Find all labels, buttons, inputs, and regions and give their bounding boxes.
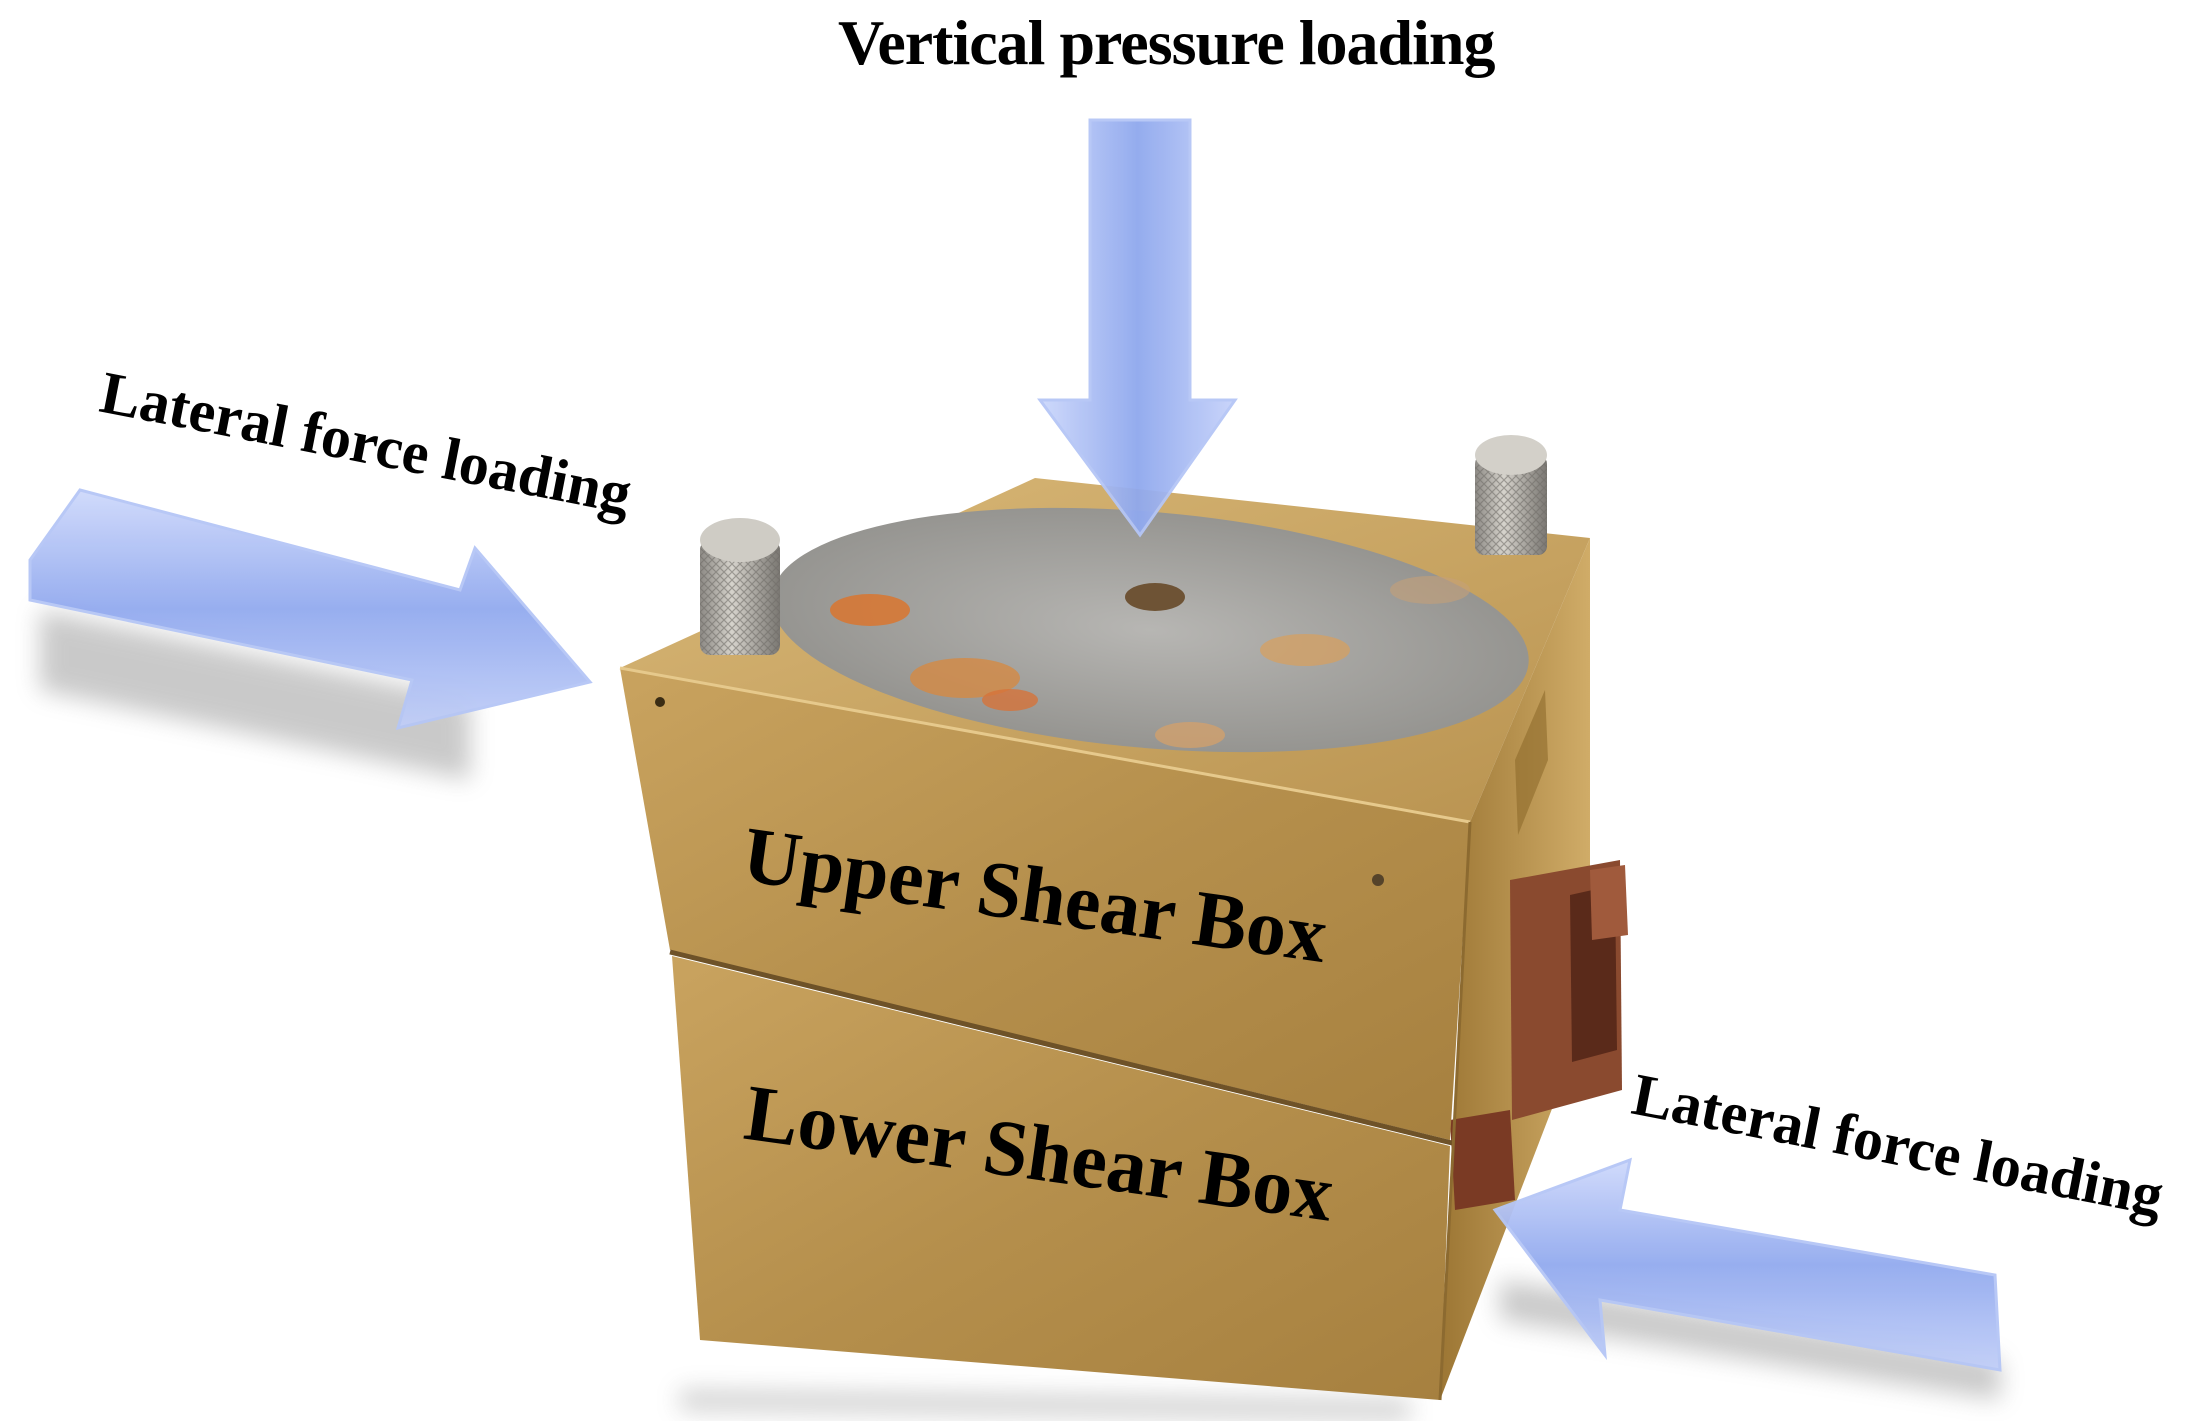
upper-box-front xyxy=(620,668,1470,1140)
knurled-knob-icon xyxy=(1475,435,1547,555)
shadows xyxy=(40,610,2000,1420)
top-plate xyxy=(771,507,1529,753)
side-clamp xyxy=(1450,860,1628,1210)
lower-box-front xyxy=(672,956,1450,1400)
seam-line xyxy=(669,949,1453,1146)
arrow-down-icon xyxy=(1037,118,1238,538)
vertical-pressure-label: Vertical pressure loading xyxy=(838,7,1495,78)
arrow-left-icon xyxy=(1492,1157,2002,1372)
arrow-right-icon xyxy=(28,488,593,731)
knurled-knob-icon xyxy=(700,518,780,655)
plate-hole xyxy=(1125,583,1185,611)
